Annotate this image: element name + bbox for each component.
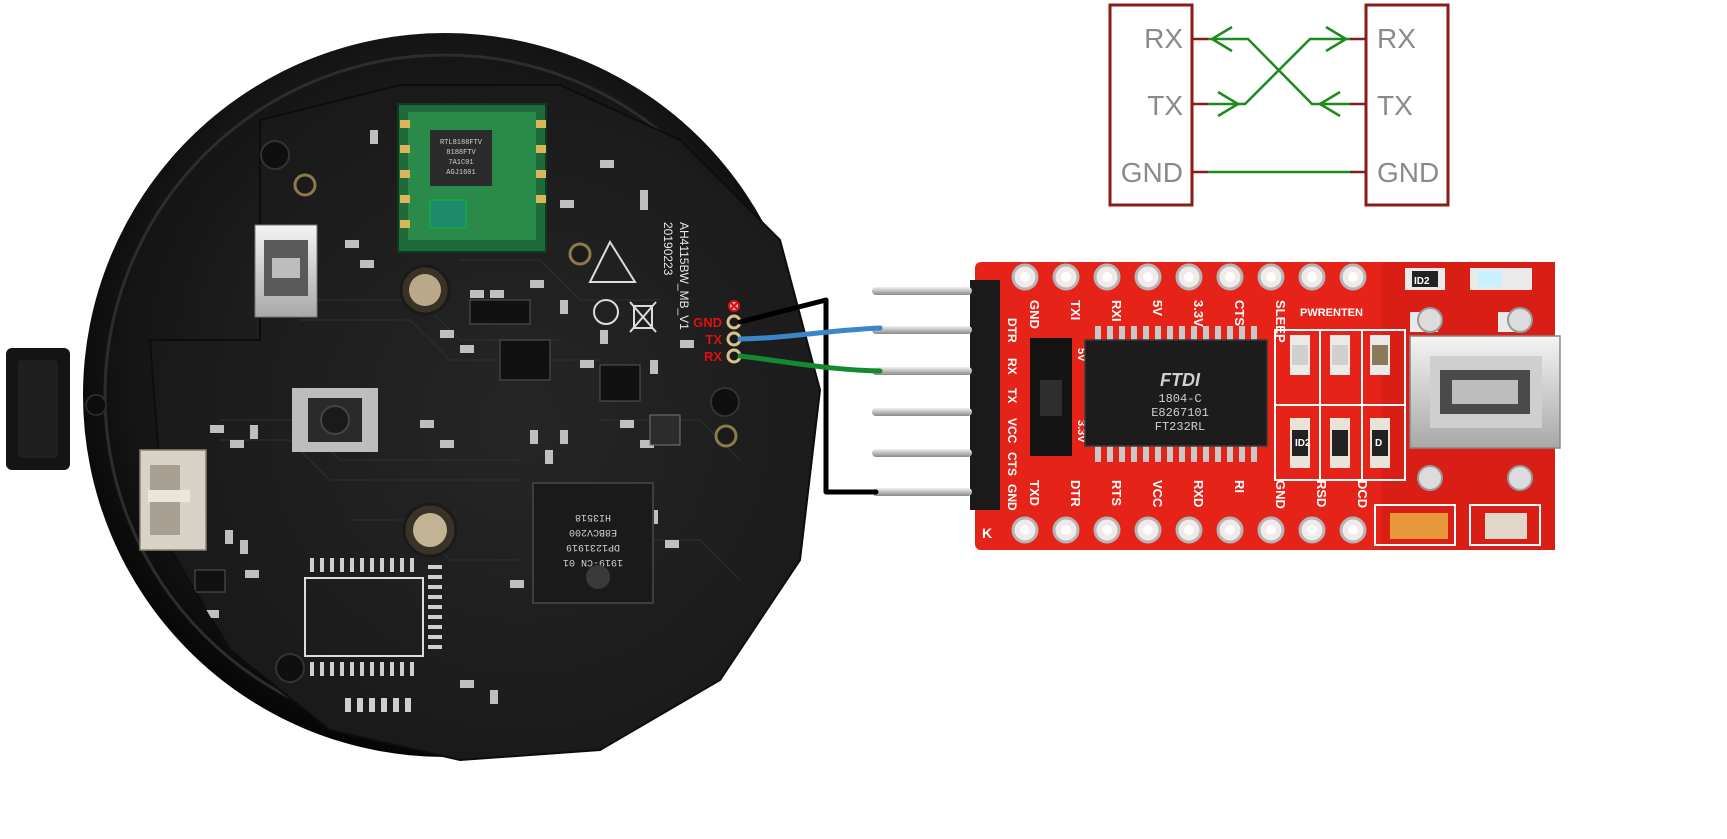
bottom-connector: [345, 698, 411, 712]
corner-mark: K: [982, 525, 992, 541]
connection-wires: [737, 297, 883, 495]
pad-rx-label: RX: [704, 349, 722, 364]
bottom-label-rts: RTS: [1109, 480, 1124, 506]
wifi-module: RTL8188FTV 8188FTV 7A1C01 AGJ1601: [397, 103, 547, 253]
soc-line-3: DP1231919: [566, 541, 620, 552]
soc-line-2: E8BCV200: [569, 526, 617, 537]
soc-line-4: 1919-CN 01: [563, 556, 623, 567]
bottom-label-dcd: DCD: [1355, 480, 1370, 508]
certification-icons: [588, 239, 657, 333]
soc-chip: HI3518 E8BCV200 DP1231919 1919-CN 01: [532, 482, 654, 604]
rx-to-tx-wire: [1208, 37, 1350, 106]
bottom-label-ri: RI: [1232, 480, 1247, 493]
ftdi-bottom-pins: [1011, 516, 1367, 544]
wifi-chip-line-1: RTL8188FTV: [440, 139, 483, 147]
empty-qfp-footprint: [304, 558, 442, 676]
bottom-label-gnd: GND: [1273, 480, 1288, 509]
rx-jumper-wire: [737, 353, 883, 374]
ftdi-chip-line-2: E8267101: [1151, 406, 1209, 420]
header-label-cts: CTS: [1005, 452, 1019, 476]
top-label-pwren: PWRENTEN: [1300, 307, 1363, 319]
soc-line-1: HI3518: [575, 511, 611, 522]
wifi-shield: [429, 199, 467, 229]
top-label-5v: 5V: [1150, 300, 1165, 316]
top-label-3v3: 3.3V: [1191, 300, 1206, 327]
tx-jumper-wire: [737, 325, 883, 342]
ftdi-chip-line-1: 1804-C: [1158, 392, 1201, 406]
header-label-gnd: GND: [1005, 484, 1019, 511]
serial-crossover-schematic: RX TX GND RX TX GND: [1108, 3, 1450, 207]
bottom-label-txd: TXD: [1027, 480, 1042, 506]
top-label-rxi: RXI: [1109, 300, 1124, 322]
jumper-label-3v3: 3.3V: [1075, 420, 1087, 443]
pad-tx-label: TX: [705, 332, 722, 347]
pad-gnd-label: GND: [693, 315, 722, 330]
camera-mainboard: RTL8188FTV 8188FTV 7A1C01 AGJ1601: [6, 33, 822, 762]
tx-to-rx-wire: [1208, 37, 1350, 106]
left-rx-label: RX: [1144, 23, 1183, 54]
voltage-jumper: 5V 3.3V: [1030, 338, 1087, 456]
bottom-label-rsd: RSD: [1314, 480, 1329, 507]
right-gnd-label: GND: [1377, 157, 1439, 188]
wifi-chip: [430, 130, 492, 186]
ft232rl-chip: FTDI 1804-C E8267101 FT232RL: [1084, 326, 1268, 462]
top-label-txi: TXI: [1068, 300, 1083, 320]
mini-usb-port: [1409, 307, 1561, 491]
tantalum-capacitor: [1390, 513, 1448, 539]
warning-triangle-icon: [588, 239, 637, 283]
header-label-dtr: DTR: [1005, 318, 1019, 343]
left-tx-arrow: [1217, 90, 1241, 118]
gnd-jumper-wire: [737, 297, 879, 495]
uart-pads: GND TX RX: [693, 300, 742, 364]
left-tx-label: TX: [1147, 90, 1183, 121]
left-gnd-label: GND: [1121, 157, 1183, 188]
right-rx-label: RX: [1377, 23, 1416, 54]
led-label-1: ID2: [1414, 276, 1430, 287]
weee-bin-icon: [633, 305, 653, 329]
header-label-rx: RX: [1005, 358, 1019, 375]
led-label-3: D: [1375, 438, 1382, 449]
top-label-sleep: SLEEP: [1273, 300, 1288, 343]
board-id-text: AH4115BW_MB_V1: [677, 222, 691, 330]
ftdi-adapter-board: GND TXI RXI 5V 3.3V CTS SLEEP PWRENTEN T…: [872, 262, 1561, 550]
battery-connector: [139, 449, 207, 551]
ftdi-top-pins: [1011, 263, 1367, 291]
right-connector-box: [1364, 3, 1450, 207]
jumper-label-5v: 5V: [1075, 348, 1087, 362]
ftdi-chip-line-3: FT232RL: [1155, 420, 1205, 434]
soc-logo-icon: [586, 565, 610, 589]
led-label-2: ID2: [1295, 438, 1311, 449]
bottom-label-vcc: VCC: [1150, 480, 1165, 508]
left-rx-arrow: [1209, 25, 1233, 53]
bottom-label-rxd: RXD: [1191, 480, 1206, 507]
right-tx-arrow: [1317, 90, 1341, 118]
screw-posts: [260, 140, 740, 683]
wifi-chip-line-3: 7A1C01: [448, 159, 473, 167]
header-label-tx: TX: [1005, 388, 1019, 403]
board-date-text: 20190223: [661, 222, 675, 276]
bottom-label-dtr: DTR: [1068, 480, 1083, 507]
header-pins: [872, 287, 972, 496]
pin-header: [970, 280, 1000, 510]
header-label-vcc: VCC: [1005, 418, 1019, 444]
top-label-cts: CTS: [1232, 300, 1247, 326]
left-connector-box: [1108, 3, 1194, 207]
wifi-chip-line-4: AGJ1601: [446, 169, 475, 177]
right-rx-arrow: [1325, 25, 1349, 53]
top-label-gnd: GND: [1027, 300, 1042, 329]
micro-usb-port: [254, 224, 318, 318]
recycle-icon: [593, 299, 619, 325]
ftdi-brand: FTDI: [1160, 370, 1201, 390]
reset-button: [292, 388, 378, 452]
wifi-chip-line-2: 8188FTV: [446, 149, 476, 157]
right-tx-label: TX: [1377, 90, 1413, 121]
